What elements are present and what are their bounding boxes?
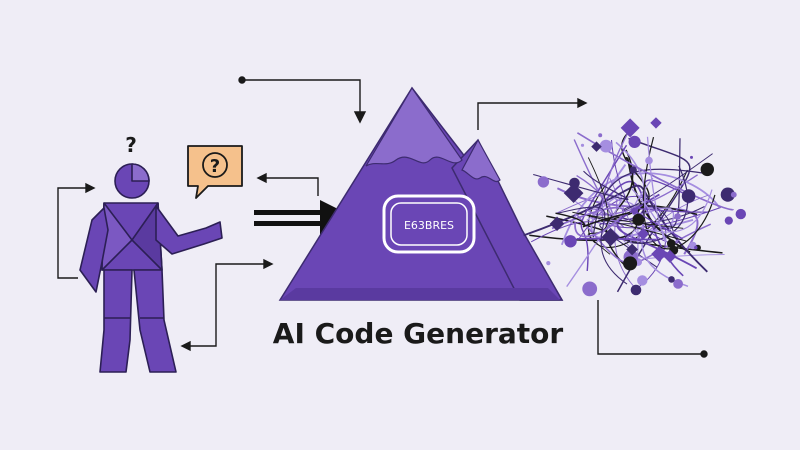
tangle-dot <box>700 162 714 177</box>
tangle-dot <box>632 213 645 226</box>
tangle-shard <box>620 118 640 138</box>
tangle-line <box>642 136 716 250</box>
tangle-shard <box>563 183 584 204</box>
tangle-dot <box>564 235 577 248</box>
bubble-question-text: ? <box>210 156 220 177</box>
tangle-dot <box>582 281 598 297</box>
tangle-shard <box>549 216 565 232</box>
tangle-dot <box>623 256 638 271</box>
tangle-dot <box>537 176 550 188</box>
connector-mountain-to-bubble <box>262 177 319 196</box>
tangle-line <box>555 211 631 228</box>
tangle-line <box>624 157 691 254</box>
tangle-dot <box>641 210 645 214</box>
person-left-arm <box>79 207 109 293</box>
tangle-dot <box>630 284 642 296</box>
tangle-dot <box>668 276 675 283</box>
page-title: AI Code Generator <box>273 317 564 350</box>
tangle-dot <box>599 139 613 153</box>
connector-bottom-arrowhead-left <box>180 340 191 352</box>
connector-top-left <box>242 79 361 118</box>
connector-bottom-right <box>597 300 704 355</box>
tangle-shard <box>637 227 650 240</box>
tangle-line <box>551 206 625 238</box>
tangle-shard <box>626 243 639 256</box>
tangle-dot <box>690 155 693 159</box>
tangle-dot <box>580 143 585 147</box>
tangle-line <box>557 206 628 285</box>
tangle-dot <box>546 261 551 266</box>
tangled-lines-icon <box>523 117 746 297</box>
person-right-leg <box>133 269 177 373</box>
tangle-line <box>630 189 713 245</box>
question-mark-icon: ? <box>125 133 137 157</box>
tangle-line <box>615 141 689 288</box>
person-right-arm <box>155 205 223 255</box>
speech-bubble-icon: ? <box>187 145 243 199</box>
mountain-badge-text: E63BRES <box>404 219 454 232</box>
tangle-dot <box>628 135 641 148</box>
connector-left-loop-arrowhead <box>85 182 96 194</box>
connector-bottom <box>186 263 268 347</box>
connector-top-right-arrowhead <box>577 97 588 109</box>
tangle-dot <box>735 208 746 220</box>
tangle-dot <box>598 133 603 138</box>
connector-lines <box>57 76 708 358</box>
tangle-shard <box>651 246 668 262</box>
tangle-dot <box>673 279 683 289</box>
tangle-dot <box>724 216 733 225</box>
tangle-line <box>592 168 703 238</box>
mountain-base-shadow <box>280 288 560 300</box>
connector-left-loop <box>57 187 90 279</box>
mountain-icon <box>278 86 564 301</box>
person-head-facet <box>131 163 150 182</box>
mountain-right-snowcap <box>461 138 501 182</box>
tangle-dot <box>694 245 698 250</box>
tangle-line <box>580 144 628 271</box>
bubble-question-circle <box>202 152 228 178</box>
tangle-dot <box>730 191 737 198</box>
tangle-shard <box>650 117 662 129</box>
tangle-dot <box>631 207 638 215</box>
tangle-dot <box>720 187 735 202</box>
mountain-right-peak <box>451 138 564 301</box>
mountain-badge: E63BRES <box>382 194 476 254</box>
tangle-dot <box>667 239 676 248</box>
tangle-dot <box>681 189 696 203</box>
tangle-line <box>630 136 667 243</box>
connector-top-left-dot <box>238 76 246 84</box>
connector-top-right <box>477 102 582 130</box>
connector-top-left-arrowhead <box>353 111 367 124</box>
connector-bottom-right-dot <box>700 350 708 358</box>
tangle-dot <box>645 156 653 165</box>
tangle-dot <box>674 213 681 220</box>
tangle-line <box>631 177 675 232</box>
tangle-shard <box>663 249 677 263</box>
tangle-line <box>533 170 629 201</box>
tangle-shard <box>601 228 620 247</box>
tangle-shard <box>591 141 602 152</box>
tangle-dot <box>629 166 637 174</box>
tangle-line <box>599 206 705 268</box>
tangle-dot <box>637 275 648 286</box>
connector-bottom-arrowhead-top <box>263 258 274 270</box>
connector-bubble-arrowhead <box>256 172 267 184</box>
tangle-line <box>621 153 713 234</box>
mountain-snowcap <box>365 86 463 167</box>
tangle-line <box>576 123 634 227</box>
person-figure-icon <box>79 163 223 373</box>
person-left-leg <box>99 269 133 373</box>
tangle-line <box>566 194 623 287</box>
